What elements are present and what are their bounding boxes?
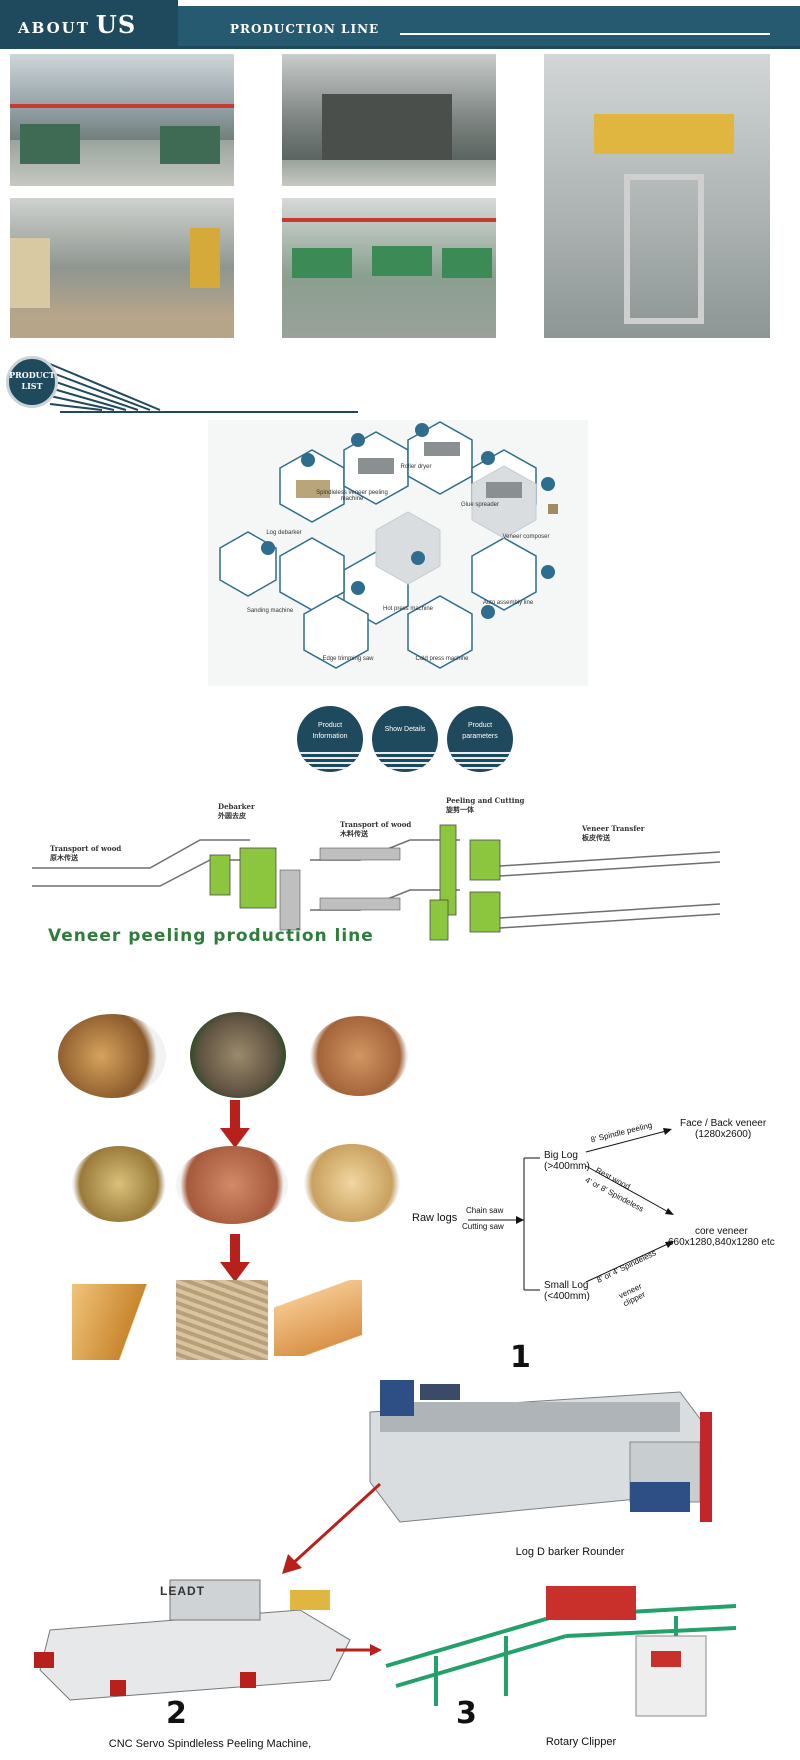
rotary-clipper-machine [385,1586,737,1717]
machine-number-1: 1 [510,1340,531,1375]
machine-caption-2: CNC Servo Spindleless Peeling Machine, [108,1738,312,1750]
hex-label-7: Cold press machine [415,656,469,662]
red-arrow-1-to-2 [282,1482,382,1574]
machine-number-2: 2 [166,1696,187,1731]
veneer-line-title: Veneer peeling production line [48,926,374,946]
product-list-rule [60,411,358,413]
factory-photo-3 [544,54,770,338]
machine-number-3: 3 [456,1696,477,1731]
logs-image-3 [310,1016,408,1096]
logs-image-2 [190,1012,286,1098]
production-line-title: PRODUCTION LINE [230,22,380,36]
down-arrow-2 [220,1234,250,1282]
raw-logs-label: Raw logs [412,1212,458,1224]
veneer-sheet-image-2 [176,1280,268,1360]
hex-label-1: Log debarker [266,530,302,536]
veneer-sheet-image-3 [274,1280,362,1356]
logs-image-1 [58,1014,166,1098]
logs-image-5 [304,1144,400,1222]
process-tree-lines [468,1128,674,1291]
production-hex-diagram: Log debarker Spindleless veneer peeling … [208,420,588,686]
hex-label-4: Glue spreader [460,502,500,508]
header-production-block [178,6,800,46]
machine-caption-1: Log D barker Rounder [515,1546,625,1558]
hex-label-8: Hot press machine [382,606,434,612]
hex-label-6: Auto assembly line [482,600,534,606]
small-log-label: Small Log(<400mm) [544,1280,590,1302]
hex-grid [219,421,558,669]
log-debarker-machine [369,1380,712,1523]
header-about-block [0,0,178,46]
cutting-saw-label: Cutting saw [462,1222,504,1231]
hex-label-10: Sanding machine [246,608,294,614]
down-arrow-1 [220,1100,250,1148]
spindleless-peeling-machine [34,1579,351,1701]
chain-saw-label: Chain saw [466,1206,504,1215]
face-back-veneer-label: Face / Back veneer(1280x2600) [680,1118,767,1140]
product-list-badge [6,356,58,408]
hex-label-3: Roller dryer [400,464,432,470]
peeling-machine-brand: LEADT [160,1584,205,1598]
factory-photo-2 [282,54,496,186]
hex-label-9: Edge trimming saw [322,656,374,662]
logs-image-4 [72,1146,166,1222]
veneer-sheet-image-1 [72,1284,168,1360]
factory-photo-4 [10,198,234,338]
veneer-line-drawing [32,824,721,941]
product-list-stripes [49,363,161,411]
factory-photo-1 [10,54,234,186]
big-log-label: Big Log(>400mm) [544,1150,590,1172]
header-rule [400,33,770,35]
hex-label-5: Veneer composer [502,534,550,540]
hex-label-2: Spindleless veneer peeling machine [316,490,388,502]
machine-caption-3: Rotary Clipper [545,1736,617,1748]
factory-photo-5 [282,198,496,338]
red-arrow-2-to-3 [336,1644,382,1656]
show-details-button[interactable]: Show Details [372,706,438,772]
veneer-roll-image [176,1146,288,1224]
header-underline [0,46,800,49]
